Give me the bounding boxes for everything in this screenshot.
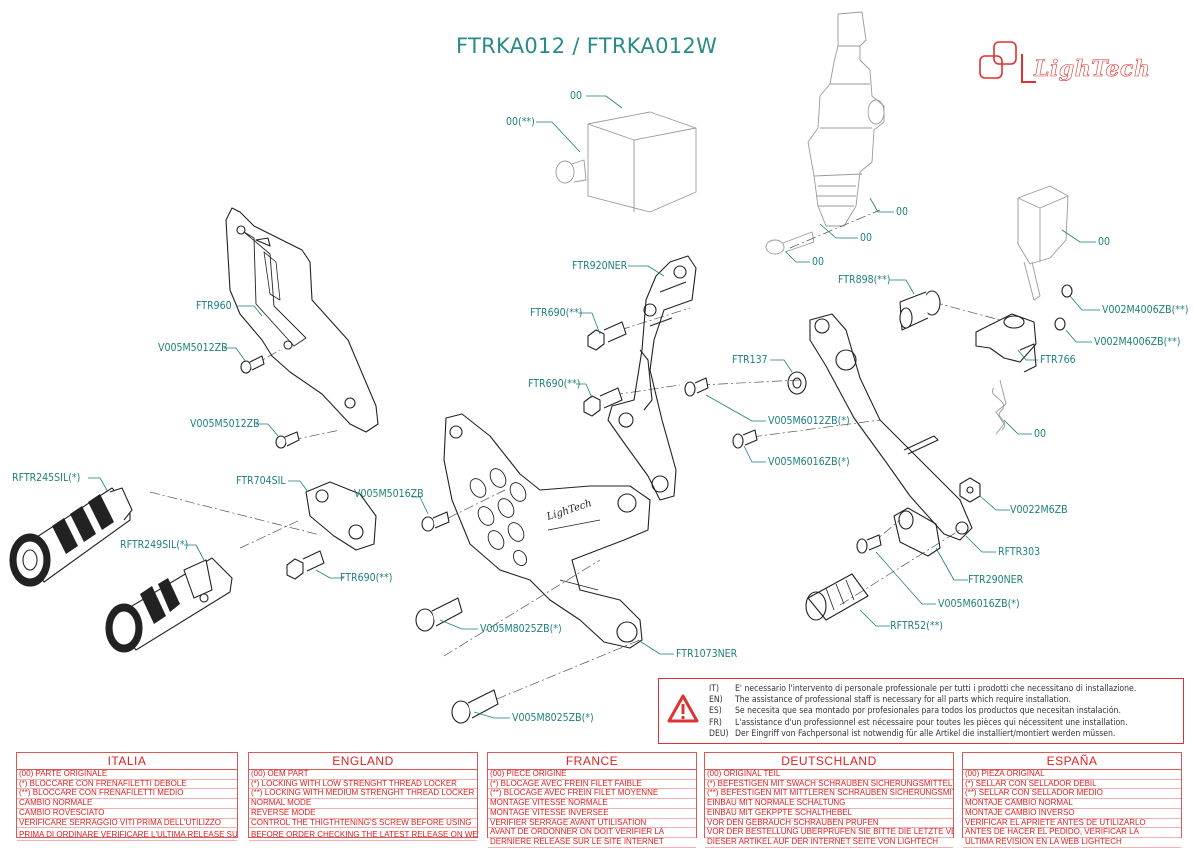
bracket-ftr920ner	[607, 255, 697, 501]
part-label: FTR690(**)	[340, 572, 393, 584]
brand-logo: LighTech	[1034, 56, 1151, 83]
part-label: 00	[570, 90, 583, 102]
part-label: RFTR303	[998, 546, 1041, 558]
lightech-logo-mark	[979, 41, 1036, 83]
legend-italia: ITALIA (00) PARTE ORIGINALE (*) BLOCCARE…	[16, 752, 238, 841]
oem-master-cylinder-ghost	[765, 11, 885, 255]
legend-france: FRANCE (00) PIECE ORIGINE (*) BLOCAGE AV…	[487, 752, 697, 848]
part-label: 00	[896, 206, 909, 218]
screw-v005m8025zb-a	[415, 597, 463, 632]
legend-espana: ESPAÑA (00) PIEZA ORIGINAL (*) SELLAR CO…	[962, 752, 1182, 848]
svg-text:LighTech: LighTech	[545, 498, 594, 523]
oem-reservoir-ghost	[555, 111, 697, 213]
heel-guard-ftr960	[225, 207, 379, 433]
rearset-plate-ftr1073ner: LighTech	[443, 413, 651, 649]
part-label: RFTR52(**)	[890, 620, 943, 632]
part-label: V0022M6ZB	[1010, 504, 1068, 516]
part-label: RFTR245SIL(*)	[12, 472, 81, 484]
footpeg-rftr249sil	[105, 557, 233, 653]
oem-switch-ghost	[991, 185, 1069, 435]
screw-v005m8025zb-b	[451, 689, 499, 724]
part-label: FTR690(**)	[528, 378, 581, 390]
part-label: V005M5016ZB	[354, 488, 424, 500]
nut-v0022m6zb	[959, 477, 981, 503]
legend-england: ENGLAND (00) OEM PART (*) LOCKING WITH L…	[248, 752, 478, 841]
part-label: FTR290NER	[968, 574, 1024, 586]
part-label: FTR766	[1040, 354, 1076, 366]
warning-text: E' necessario l'intervento di personale …	[735, 684, 1137, 739]
legend-heading: DEUTSCHLAND	[705, 753, 953, 770]
installation-warning: IT) EN) ES) FR) DEU) E' necessario l'int…	[658, 678, 1184, 744]
legend-heading: ENGLAND	[249, 753, 477, 770]
part-label: FTR960	[196, 300, 232, 312]
part-label: 00(**)	[506, 116, 535, 128]
part-label: FTR920NER	[572, 260, 628, 272]
part-label: V005M6012ZB(*)	[768, 415, 850, 427]
screw-v002m4006zb-b	[1054, 317, 1066, 331]
page-title: FTRKA012 / FTRKA012W	[456, 34, 718, 58]
part-label: 00	[1098, 236, 1111, 248]
shift-lever-rftr303	[809, 313, 973, 541]
screw-v005m5016zb	[421, 511, 450, 532]
washer-ftr137	[787, 371, 807, 395]
part-label: FTR704SIL	[236, 475, 286, 487]
spacer-ftr290ner	[893, 507, 941, 557]
part-label: 00	[1034, 428, 1047, 440]
warning-triangle-icon	[667, 694, 699, 723]
part-label: V005M6016ZB(*)	[938, 598, 1020, 610]
part-label: V005M5012ZB	[190, 418, 260, 430]
legend-heading: FRANCE	[488, 753, 696, 770]
switch-bracket-ftr766	[975, 313, 1037, 373]
link-plate-ftr704sil	[305, 481, 377, 551]
part-label: 00	[812, 256, 825, 268]
screws	[240, 284, 1073, 724]
part-label: 00	[860, 232, 873, 244]
part-label: V005M8025ZB(*)	[512, 712, 594, 724]
legend-heading: ESPAÑA	[963, 753, 1181, 770]
part-label: V002M4006ZB(**)	[1094, 336, 1181, 348]
part-label: FTR137	[732, 354, 768, 366]
footpeg-rftr245sil	[9, 487, 133, 587]
legend-deutschland: DEUTSCHLAND (00) ORIGINAL TEIL (*) BEFES…	[704, 752, 954, 848]
hex-bolts-ftr690	[286, 321, 627, 580]
part-label: FTR690(**)	[530, 307, 583, 319]
assembly-lines	[149, 209, 1001, 707]
screw-v005m6012zb	[684, 377, 709, 397]
part-label: V002M4006ZB(**)	[1102, 304, 1189, 316]
part-label: V005M5012ZB	[158, 342, 228, 354]
leader-lines	[88, 95, 1100, 719]
shift-peg-rftr52	[805, 573, 869, 621]
screw-v005m6016zb-a	[732, 429, 758, 449]
screw-v005m5012zb-a	[240, 355, 265, 374]
screw-v005m5012zb-b	[275, 431, 300, 449]
legend-heading: ITALIA	[17, 753, 237, 770]
part-label: RFTR249SIL(*)	[120, 539, 189, 551]
screw-v005m6016zb-b	[856, 534, 882, 554]
part-label: V005M8025ZB(*)	[480, 623, 562, 635]
warning-lang-codes: IT) EN) ES) FR) DEU)	[709, 684, 729, 739]
screw-v002m4006zb-a	[1061, 284, 1073, 298]
part-label: V005M6016ZB(*)	[768, 456, 850, 468]
pivot-shaft-ftr898	[899, 290, 941, 331]
part-label: FTR1073NER	[676, 648, 738, 660]
part-label: FTR898(**)	[838, 274, 891, 286]
